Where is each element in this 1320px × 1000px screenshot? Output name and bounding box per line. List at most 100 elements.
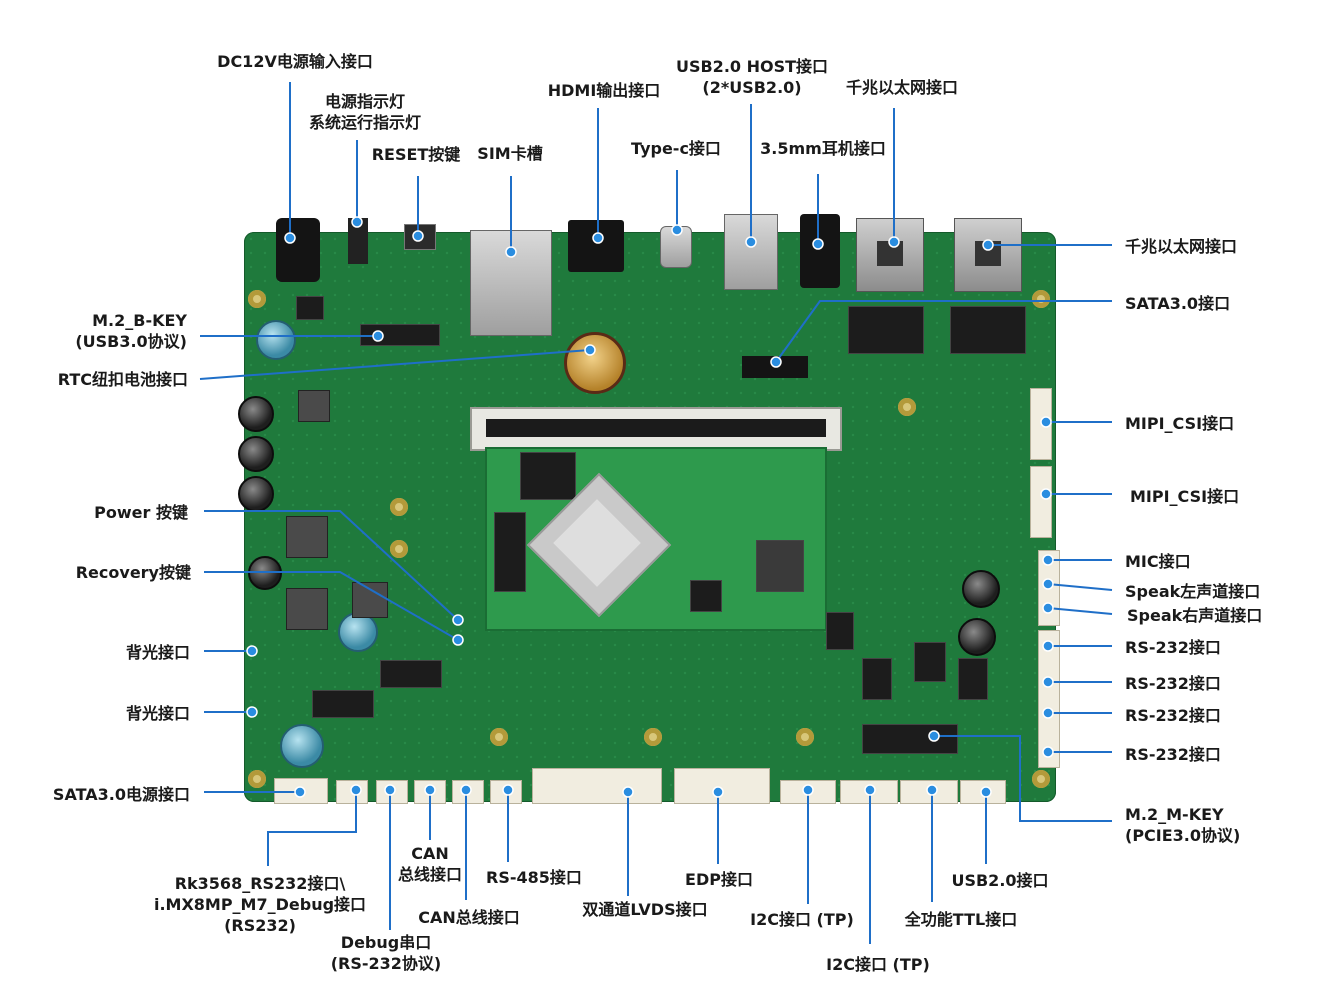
sata-power-connector (274, 778, 328, 804)
edp-connector (674, 768, 770, 804)
label-ttl: 全功能TTL接口 (904, 910, 1018, 929)
label-mic: MIC接口 (1125, 552, 1191, 571)
ethernet-port (856, 218, 924, 292)
audio-jack (800, 214, 840, 288)
inductor (286, 516, 328, 558)
chip (380, 660, 442, 688)
label-eth-right: 千兆以太网接口 (1125, 237, 1238, 256)
lvds-connector (532, 768, 662, 804)
label-sim: SIM卡槽 (477, 144, 543, 163)
ethernet-transformer (848, 306, 924, 354)
mounting-hole (796, 728, 814, 746)
label-rs485: RS-485接口 (486, 868, 582, 887)
inductor (286, 588, 328, 630)
mipi-connector (1030, 388, 1052, 460)
label-power-key: Power 按键 (94, 503, 188, 522)
label-backlight-2: 背光接口 (125, 704, 190, 723)
ttl-connector (900, 780, 958, 804)
wifi-module (756, 540, 804, 592)
label-recovery-key: Recovery按键 (75, 563, 191, 582)
debug-connector (336, 780, 368, 804)
mounting-hole (390, 498, 408, 516)
label-m2-bkey: M.2_B-KEY(USB3.0协议) (75, 311, 187, 351)
typec-port (660, 226, 692, 268)
label-rs232-3: RS-232接口 (1125, 706, 1221, 725)
sata-data-port (742, 356, 808, 378)
can-connector (452, 780, 484, 804)
capacitor (248, 556, 282, 590)
label-lvds: 双通道LVDS接口 (582, 900, 708, 919)
mounting-hole (248, 770, 266, 788)
som-socket (470, 407, 842, 451)
chip (958, 658, 988, 700)
label-edp: EDP接口 (685, 870, 753, 889)
label-can-2: CAN总线接口 (418, 908, 520, 927)
memory-chip (494, 512, 526, 592)
chip (312, 690, 374, 718)
label-led: 电源指示灯系统运行指示灯 (308, 92, 421, 132)
i2c-connector (780, 780, 836, 804)
ethernet-port (954, 218, 1022, 292)
label-dc12v: DC12V电源输入接口 (217, 52, 373, 71)
label-sata-data: SATA3.0接口 (1125, 294, 1231, 313)
label-hdmi: HDMI输出接口 (547, 81, 661, 100)
label-usb-host: USB2.0 HOST接口(2*USB2.0) (675, 57, 829, 97)
label-rs232-2: RS-232接口 (1125, 674, 1221, 693)
inductor (298, 390, 330, 422)
rs485-connector (490, 780, 522, 804)
usb-host-port (724, 214, 778, 290)
capacitor (280, 724, 324, 768)
label-speak-right: Speak右声道接口 (1127, 606, 1263, 625)
can-connector (414, 780, 446, 804)
mounting-hole (898, 398, 916, 416)
label-eth-top: 千兆以太网接口 (845, 78, 958, 97)
label-reset: RESET按键 (371, 145, 461, 164)
chip (914, 642, 946, 682)
capacitor (958, 618, 996, 656)
led-indicators (348, 218, 368, 264)
chip (862, 658, 892, 700)
label-rs232-4: RS-232接口 (1125, 745, 1221, 764)
label-rk-debug: Rk3568_RS232接口\i.MX8MP_M7_Debug接口(RS232) (153, 874, 367, 935)
chip (826, 612, 854, 650)
mipi-connector (1030, 466, 1052, 538)
label-mipi-csi-1: MIPI_CSI接口 (1125, 414, 1235, 433)
rtc-battery (564, 332, 626, 394)
mounting-hole (644, 728, 662, 746)
label-rs232-1: RS-232接口 (1125, 638, 1221, 657)
reset-switch (404, 224, 436, 250)
chip (296, 296, 324, 320)
sim-slot (470, 230, 552, 336)
mounting-hole (390, 540, 408, 558)
label-debug: Debug串口(RS-232协议) (330, 933, 442, 973)
mounting-hole (248, 290, 266, 308)
label-speak-left: Speak左声道接口 (1125, 582, 1261, 601)
dc-jack (276, 218, 320, 282)
capacitor (256, 320, 296, 360)
label-mipi-csi-2: MIPI_CSI接口 (1130, 487, 1240, 506)
inductor (352, 582, 388, 618)
label-i2c-2: I2C接口 (TP) (826, 955, 930, 974)
capacitor (238, 396, 274, 432)
label-audio: 3.5mm耳机接口 (760, 139, 886, 158)
ethernet-transformer (950, 306, 1026, 354)
capacitor (238, 436, 274, 472)
memory-chip (520, 452, 576, 500)
pmic-chip (690, 580, 722, 612)
label-m2-mkey: M.2_M-KEY(PCIE3.0协议) (1125, 805, 1241, 845)
mounting-hole (490, 728, 508, 746)
capacitor (962, 570, 1000, 608)
capacitor (238, 476, 274, 512)
label-backlight-1: 背光接口 (125, 643, 190, 662)
i2c-connector (840, 780, 898, 804)
label-usb20: USB2.0接口 (951, 871, 1049, 890)
label-sata-power: SATA3.0电源接口 (52, 785, 190, 804)
capacitor (338, 612, 378, 652)
label-typec: Type-c接口 (631, 139, 721, 158)
hdmi-port (568, 220, 624, 272)
mounting-hole (1032, 290, 1050, 308)
rs232-connector (1038, 630, 1060, 768)
m2-bkey-slot (360, 324, 440, 346)
